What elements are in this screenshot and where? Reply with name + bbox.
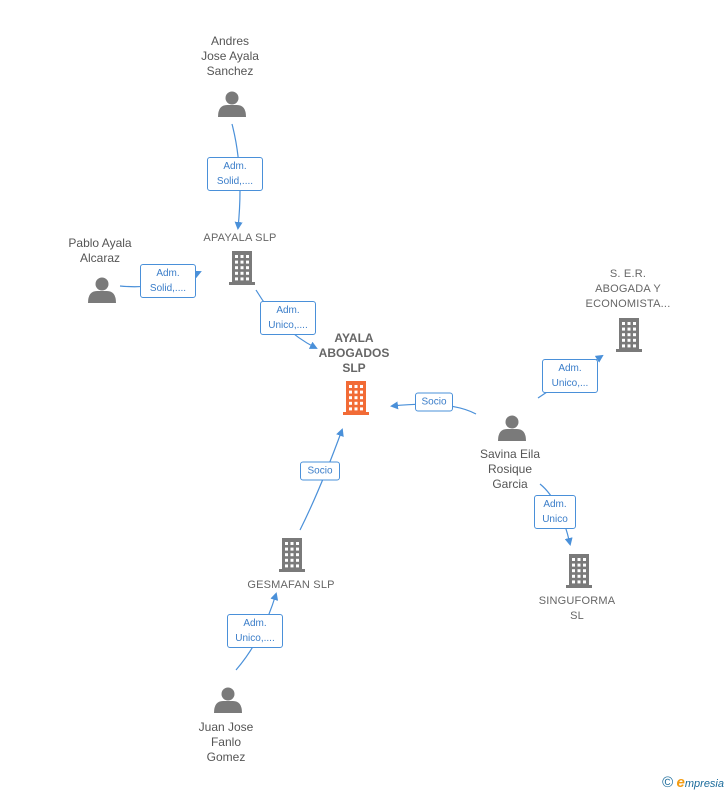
edge-gesmafan-ayala	[299, 428, 344, 531]
edge-label-apayala-ayala[interactable]: Adm. Unico,....	[260, 301, 316, 335]
person-icon[interactable]	[218, 91, 246, 118]
node-label-andres[interactable]: Andres Jose Ayala Sanchez	[201, 34, 259, 78]
brand-logo-e: e	[676, 774, 685, 791]
node-label-pablo[interactable]: Pablo Ayala Alcaraz	[68, 236, 132, 265]
footer-brand[interactable]: © empresia	[662, 774, 724, 791]
edge-label-savina-singuforma[interactable]: Adm. Unico	[534, 495, 576, 529]
main-company-building-icon[interactable]	[343, 381, 369, 415]
person-icon[interactable]	[498, 415, 526, 442]
node-label-savina[interactable]: Savina Eila Rosique Garcia	[479, 447, 541, 491]
company-building-icon[interactable]	[229, 251, 255, 285]
node-label-gesmafan[interactable]: GESMAFAN SLP	[247, 579, 335, 591]
edge-label-andres-apayala[interactable]: Adm. Solid,....	[207, 157, 263, 191]
copyright-symbol: ©	[662, 774, 674, 791]
edge-label-pablo-apayala[interactable]: Adm. Solid,....	[140, 264, 196, 298]
person-icon[interactable]	[214, 687, 242, 714]
node-label-juan[interactable]: Juan Jose Fanlo Gomez	[198, 720, 254, 764]
edge-label-gesmafan-ayala[interactable]: Socio	[300, 461, 340, 481]
person-icon[interactable]	[88, 277, 116, 304]
node-label-apayala[interactable]: APAYALA SLP	[203, 232, 277, 244]
brand-logo-text: mpresia	[684, 778, 724, 790]
edge-label-juan-gesmafan[interactable]: Adm. Unico,....	[227, 614, 283, 648]
company-building-icon[interactable]	[566, 554, 592, 588]
edge-label-savina-ser[interactable]: Adm. Unico,...	[542, 359, 598, 393]
node-label-ser[interactable]: S. E.R. ABOGADA Y ECONOMISTA...	[585, 268, 671, 310]
node-label-ayala[interactable]: AYALA ABOGADOS SLP	[318, 331, 390, 375]
node-label-singuforma[interactable]: SINGUFORMA SL	[538, 595, 616, 622]
edge-label-savina-ayala[interactable]: Socio	[415, 392, 453, 412]
company-building-icon[interactable]	[616, 318, 642, 352]
company-building-icon[interactable]	[279, 538, 305, 572]
